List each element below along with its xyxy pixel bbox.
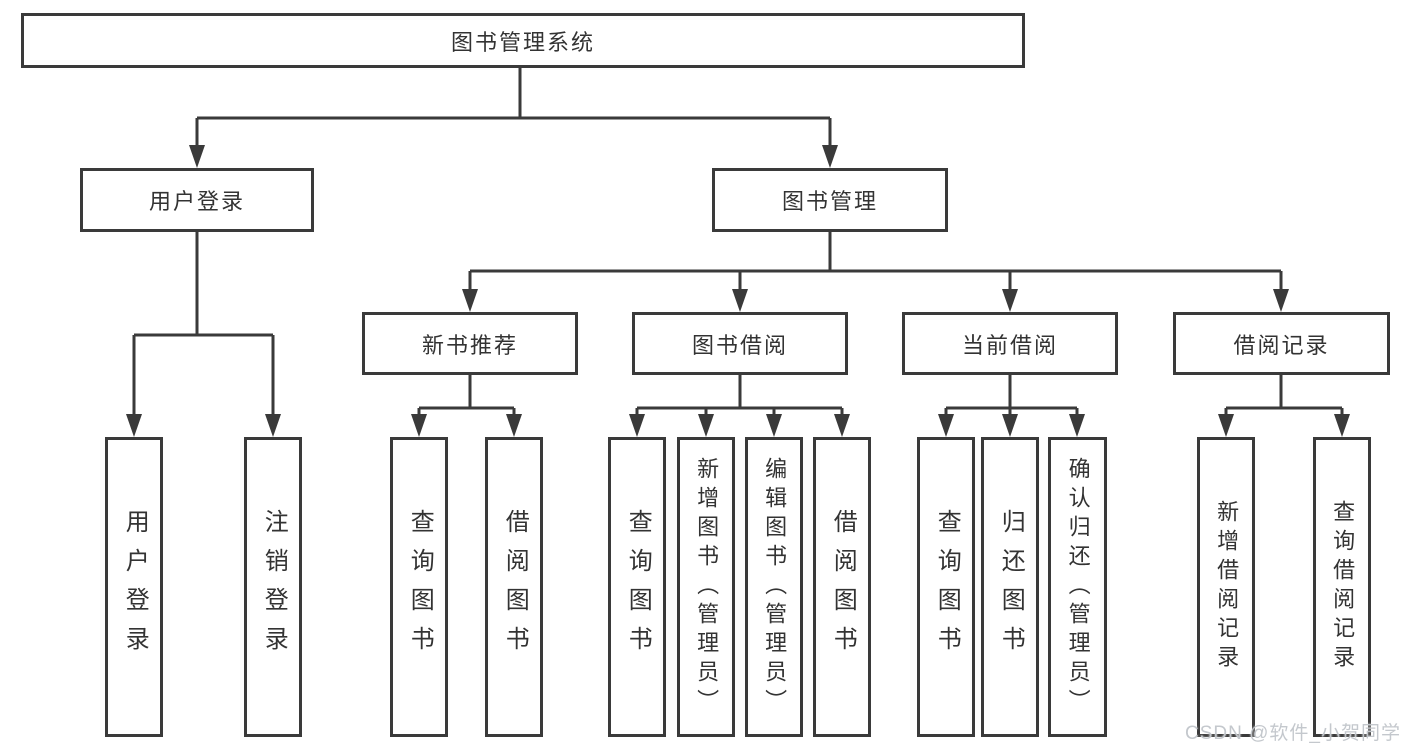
arrowhead — [411, 414, 427, 437]
connector-new-book-recommend-to-leaves — [417, 375, 516, 416]
node-book-management: 图书管理 — [712, 168, 948, 232]
leaf-edit-book-admin: 编辑图书（管理员） — [745, 437, 803, 737]
leaf-add-book-admin-label: 新增图书（管理员） — [694, 456, 720, 718]
leaf-logout-label: 注销登录 — [260, 509, 288, 665]
arrowhead — [1273, 289, 1289, 312]
connector-current-borrow-to-leaves — [944, 375, 1079, 416]
leaf-logout: 注销登录 — [244, 437, 302, 737]
leaf-user-login: 用户登录 — [105, 437, 163, 737]
node-new-book-recommend-label: 新书推荐 — [421, 332, 518, 358]
node-library-system-label: 图书管理系统 — [450, 29, 595, 55]
leaf-borrow-book: 借阅图书 — [813, 437, 871, 737]
leaf-add-book-admin: 新增图书（管理员） — [677, 437, 735, 737]
leaf-borrow-book-recommend: 借阅图书 — [485, 437, 543, 737]
arrowhead — [126, 414, 142, 437]
arrowhead — [1069, 414, 1085, 437]
node-library-system: 图书管理系统 — [21, 13, 1025, 68]
leaf-return-book: 归还图书 — [981, 437, 1039, 737]
arrowhead — [629, 414, 645, 437]
connector-book-borrow-to-leaves — [635, 375, 844, 416]
connector-book-management-to-level3 — [468, 232, 1283, 291]
node-book-borrow-label: 图书借阅 — [691, 332, 788, 358]
arrowhead — [265, 414, 281, 437]
arrowhead — [1002, 289, 1018, 312]
node-book-borrow: 图书借阅 — [632, 312, 848, 375]
leaf-add-borrow-record: 新增借阅记录 — [1197, 437, 1255, 737]
leaf-query-borrow-record: 查询借阅记录 — [1313, 437, 1371, 737]
arrowhead — [189, 145, 205, 168]
arrowhead — [822, 145, 838, 168]
connector-borrow-record-to-leaves — [1224, 375, 1344, 416]
arrowhead — [1334, 414, 1350, 437]
arrowhead — [506, 414, 522, 437]
leaf-query-book-current-label: 查询图书 — [933, 509, 961, 665]
arrowhead — [1218, 414, 1234, 437]
leaf-return-book-label: 归还图书 — [997, 509, 1025, 665]
leaf-query-book-recommend: 查询图书 — [390, 437, 448, 737]
node-user-login-label: 用户登录 — [148, 189, 245, 214]
arrowhead — [462, 289, 478, 312]
arrowhead — [834, 414, 850, 437]
node-borrow-record: 借阅记录 — [1173, 312, 1390, 375]
leaf-query-book-borrow-label: 查询图书 — [624, 509, 652, 665]
connector-user-login-to-leaves — [132, 232, 275, 416]
leaf-add-borrow-record-label: 新增借阅记录 — [1214, 500, 1240, 674]
node-new-book-recommend: 新书推荐 — [362, 312, 578, 375]
leaf-user-login-label: 用户登录 — [121, 509, 149, 665]
arrowhead — [766, 414, 782, 437]
connector-root-to-level2 — [195, 68, 832, 147]
arrowhead — [1002, 414, 1018, 437]
arrowhead — [732, 289, 748, 312]
csdn-watermark: CSDN @软件_小贺同学 — [1185, 723, 1401, 744]
node-borrow-record-label: 借阅记录 — [1233, 332, 1330, 358]
node-book-management-label: 图书管理 — [781, 189, 878, 214]
node-current-borrow-label: 当前借阅 — [961, 332, 1058, 358]
node-current-borrow: 当前借阅 — [902, 312, 1118, 375]
node-user-login: 用户登录 — [80, 168, 314, 232]
leaf-query-book-current: 查询图书 — [917, 437, 975, 737]
arrowhead — [938, 414, 954, 437]
leaf-edit-book-admin-label: 编辑图书（管理员） — [762, 456, 788, 718]
arrowheads — [126, 145, 1350, 437]
leaf-query-borrow-record-label: 查询借阅记录 — [1330, 500, 1356, 674]
leaf-confirm-return-admin: 确认归还（管理员） — [1048, 437, 1107, 737]
leaf-query-book-borrow: 查询图书 — [608, 437, 666, 737]
leaf-borrow-book-label: 借阅图书 — [829, 509, 857, 665]
leaf-confirm-return-admin-label: 确认归还（管理员） — [1065, 456, 1091, 718]
leaf-borrow-book-recommend-label: 借阅图书 — [501, 509, 529, 665]
arrowhead — [698, 414, 714, 437]
leaf-query-book-recommend-label: 查询图书 — [406, 509, 434, 665]
